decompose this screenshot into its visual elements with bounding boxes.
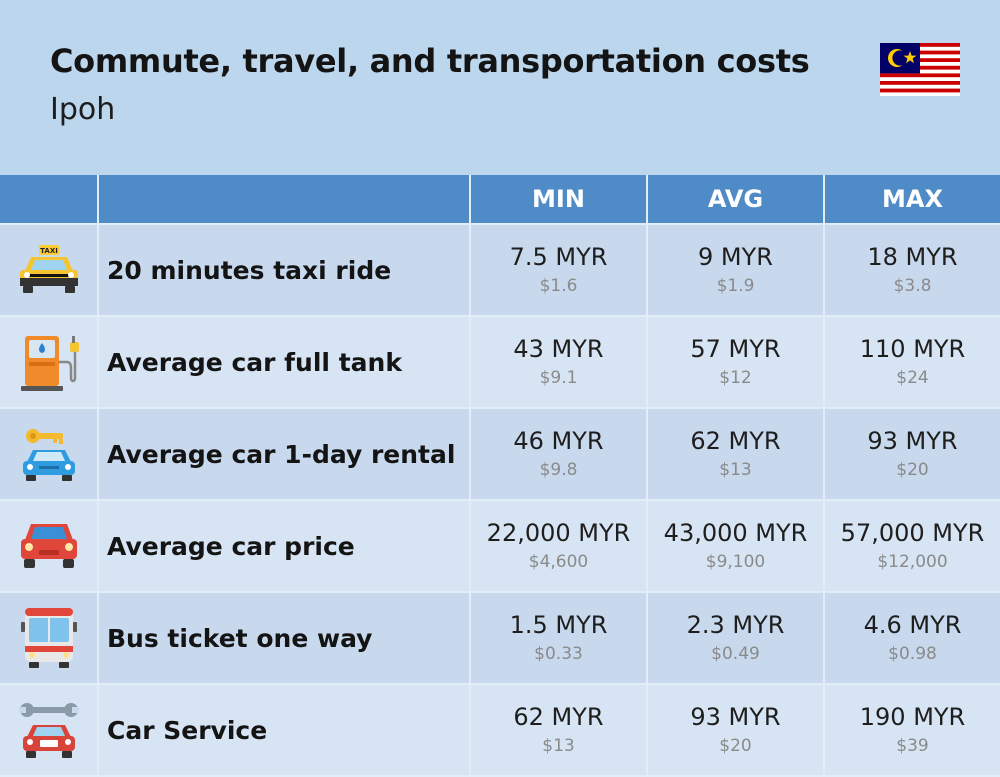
max-usd-price: $3.8 [893, 276, 932, 296]
avg-local-price: 57 MYR [690, 335, 781, 363]
table-row: TAXI 20 minutes taxi ride 7.5 MYR$1.6 9 [0, 224, 1000, 317]
min-usd-price: $4,600 [528, 552, 589, 572]
avg-usd-price: $1.9 [716, 276, 755, 296]
min-value: 7.5 MYR $1.6 [470, 224, 648, 317]
avg-local-price: 9 MYR [698, 243, 773, 271]
row-label: 20 minutes taxi ride [98, 224, 471, 317]
min-local-price: 46 MYR [513, 427, 604, 455]
avg-local-price: 2.3 MYR [686, 611, 785, 639]
row-label: Car Service [98, 684, 471, 777]
min-usd-price: $1.6 [539, 276, 578, 296]
min-value: 62 MYR $13 [470, 684, 648, 777]
max-value: 18 MYR $3.8 [824, 224, 1000, 317]
min-value: 43 MYR $9.1 [470, 316, 648, 409]
max-value: 190 MYR $39 [824, 684, 1000, 777]
max-value: 4.6 MYR $0.98 [824, 592, 1000, 685]
page-title: Commute, travel, and transportation cost… [50, 42, 810, 80]
avg-local-price: 62 MYR [690, 427, 781, 455]
min-usd-price: $0.33 [534, 644, 583, 664]
row-label: Average car 1-day rental [98, 408, 471, 501]
taxi-icon: TAXI [19, 245, 78, 293]
malaysia-flag-icon [880, 43, 960, 96]
red-car-icon [20, 524, 77, 568]
table-row: Car Service 62 MYR $13 93 MYR $20 190 MYR $… [0, 684, 1000, 777]
table-row: Average car full tank 43 MYR $9.1 57 MYR $… [0, 316, 1000, 409]
min-value: 1.5 MYR $0.33 [470, 592, 648, 685]
avg-value: 9 MYR $1.9 [647, 224, 825, 317]
avg-value: 62 MYR $13 [647, 408, 825, 501]
max-local-price: 190 MYR [859, 703, 966, 731]
avg-usd-price: $9,100 [705, 552, 766, 572]
taxi-sign-text: TAXI [40, 247, 58, 255]
table-row: Average car price 22,000 MYR $4,600 43,00… [0, 500, 1000, 593]
avg-value: 43,000 MYR $9,100 [647, 500, 825, 593]
max-usd-price: $24 [896, 368, 929, 388]
min-local-price: 43 MYR [513, 335, 604, 363]
car-rental-key-icon [22, 429, 75, 481]
max-local-price: 93 MYR [867, 427, 958, 455]
min-usd-price: $9.1 [539, 368, 578, 388]
header-min: MIN [470, 175, 648, 225]
min-usd-price: $9.8 [539, 460, 578, 480]
max-usd-price: $20 [896, 460, 929, 480]
min-local-price: 1.5 MYR [509, 611, 608, 639]
max-usd-price: $12,000 [877, 552, 948, 572]
max-usd-price: $39 [896, 736, 929, 756]
avg-local-price: 43,000 MYR [663, 519, 808, 547]
max-value: 57,000 MYR $12,000 [824, 500, 1000, 593]
costs-table: MIN AVG MAX TAXI [0, 175, 1000, 777]
avg-usd-price: $0.49 [711, 644, 760, 664]
table-row: Average car 1-day rental 46 MYR $9.8 62 M… [0, 408, 1000, 501]
avg-value: 57 MYR $12 [647, 316, 825, 409]
avg-usd-price: $20 [719, 736, 752, 756]
max-value: 110 MYR $24 [824, 316, 1000, 409]
header-label-column [98, 175, 471, 225]
table-row: Bus ticket one way 1.5 MYR $0.33 2.3 MYR $… [0, 592, 1000, 685]
avg-usd-price: $12 [719, 368, 752, 388]
min-local-price: 62 MYR [513, 703, 604, 731]
min-usd-price: $13 [542, 736, 575, 756]
row-label: Average car price [98, 500, 471, 593]
car-service-wrench-icon [18, 703, 79, 758]
header-max: MAX [824, 175, 1000, 225]
header-avg: AVG [647, 175, 825, 225]
max-local-price: 4.6 MYR [863, 611, 962, 639]
avg-usd-price: $13 [719, 460, 752, 480]
min-local-price: 22,000 MYR [486, 519, 631, 547]
header-icon-column [0, 175, 99, 225]
max-usd-price: $0.98 [888, 644, 937, 664]
table-header-row: MIN AVG MAX [0, 175, 1000, 225]
min-local-price: 7.5 MYR [509, 243, 608, 271]
fuel-pump-icon [20, 336, 79, 391]
bus-icon [20, 608, 77, 668]
header: Commute, travel, and transportation cost… [0, 0, 1000, 175]
max-value: 93 MYR $20 [824, 408, 1000, 501]
min-value: 46 MYR $9.8 [470, 408, 648, 501]
row-label: Bus ticket one way [98, 592, 471, 685]
min-value: 22,000 MYR $4,600 [470, 500, 648, 593]
max-local-price: 57,000 MYR [840, 519, 985, 547]
row-label: Average car full tank [98, 316, 471, 409]
max-local-price: 18 MYR [867, 243, 958, 271]
avg-value: 2.3 MYR $0.49 [647, 592, 825, 685]
max-local-price: 110 MYR [859, 335, 966, 363]
avg-local-price: 93 MYR [690, 703, 781, 731]
city-name: Ipoh [50, 92, 116, 127]
avg-value: 93 MYR $20 [647, 684, 825, 777]
